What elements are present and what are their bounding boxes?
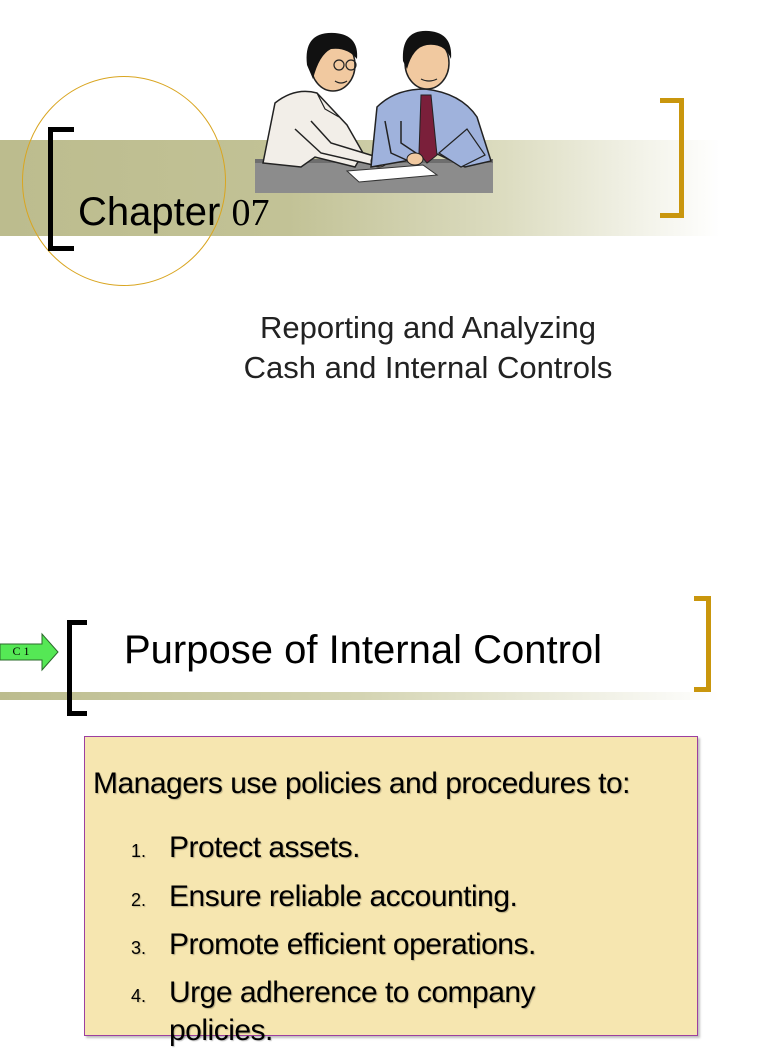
right-bracket (660, 98, 684, 218)
list-item-number: 4. (131, 986, 147, 1006)
list-item-number: 3. (131, 938, 147, 958)
slide-title: Purpose of Internal Control (124, 628, 603, 672)
right-arrow-icon (0, 632, 59, 672)
chapter-word: Chapter (78, 190, 221, 234)
chapter-title: Chapter 07 (78, 190, 269, 235)
left-bracket (48, 127, 74, 251)
decorative-circle (22, 76, 226, 286)
list-item-text: Promote efficient operations. (169, 928, 536, 961)
slide2-left-bracket (67, 620, 87, 716)
two-people-reviewing-document-illustration (255, 30, 493, 193)
list-item-text-line: Urge adherence to company (169, 976, 536, 1009)
list-item-continuation: policies. (169, 1014, 273, 1047)
title-slide: Chapter 07 Reporting and Analyzing Cash … (0, 0, 768, 520)
chapter-number: 07 (231, 192, 270, 234)
objective-tag: C 1 (12, 644, 30, 658)
slide2-right-bracket (694, 596, 711, 692)
content-box: Managers use policies and procedures to:… (84, 736, 698, 1047)
list-item-text: Urge adherence to company policies. (169, 976, 536, 1048)
list-item-number: 2. (131, 890, 147, 910)
lead-text: Managers use policies and procedures to: (93, 767, 631, 800)
list-item-number: 1. (131, 841, 147, 861)
list-item-text: Ensure reliable accounting. (169, 880, 518, 913)
chapter-subtitle: Reporting and Analyzing Cash and Interna… (190, 308, 666, 388)
subtitle-line-1: Reporting and Analyzing (259, 310, 597, 345)
list-item-text: Protect assets. (169, 831, 360, 864)
slide2-title-underline (0, 692, 720, 700)
subtitle-line-2: Cash and Internal Controls (243, 350, 613, 385)
